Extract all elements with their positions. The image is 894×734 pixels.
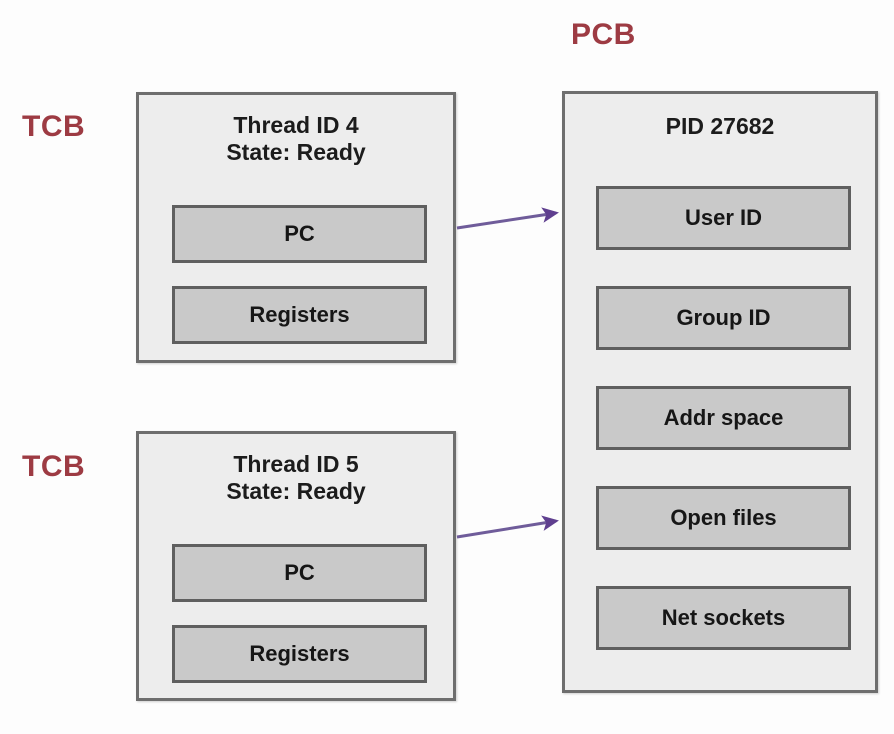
pcb-field-user-id: User ID xyxy=(596,186,851,250)
tcb-block-thread-4: Thread ID 4 State: Ready PC Registers xyxy=(136,92,456,363)
tcb-label-thread-5: TCB xyxy=(22,450,86,483)
tcb-field-registers-thread-5: Registers xyxy=(172,625,427,683)
tcb-field-registers-thread-4: Registers xyxy=(172,286,427,344)
tcb-block-thread-5: Thread ID 5 State: Ready PC Registers xyxy=(136,431,456,701)
pcb-block: PID 27682 User ID Group ID Addr space Op… xyxy=(562,91,878,693)
pcb-label: PCB xyxy=(571,18,636,51)
pcb-field-open-files: Open files xyxy=(596,486,851,550)
pcb-field-net-sockets: Net sockets xyxy=(596,586,851,650)
tcb-label-thread-4: TCB xyxy=(22,110,86,143)
pcb-field-addr-space: Addr space xyxy=(596,386,851,450)
tcb-title-thread-5: Thread ID 5 State: Ready xyxy=(226,451,366,504)
arrow-tcb-thread-4-to-pcb xyxy=(456,207,559,230)
pcb-title: PID 27682 xyxy=(665,113,775,139)
tcb-field-pc-thread-5: PC xyxy=(172,544,427,602)
tcb-field-pc-thread-4: PC xyxy=(172,205,427,263)
arrow-tcb-thread-5-to-pcb xyxy=(456,515,559,539)
tcb-title-thread-4: Thread ID 4 State: Ready xyxy=(226,112,366,165)
pcb-field-group-id: Group ID xyxy=(596,286,851,350)
